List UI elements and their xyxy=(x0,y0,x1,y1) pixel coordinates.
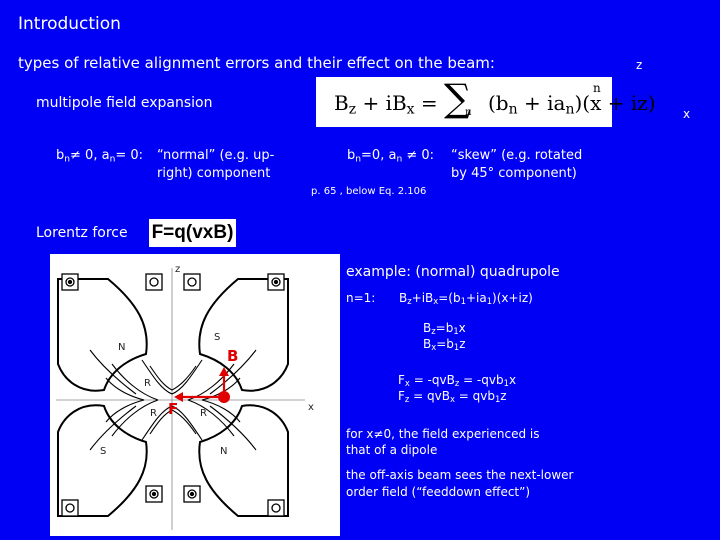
example-bx: Bx=b1z xyxy=(423,337,466,353)
slide-title: Introduction xyxy=(18,14,121,34)
pole-label-n-left: N xyxy=(118,342,125,353)
skew-desc-1: “skew” (e.g. rotated xyxy=(451,148,583,163)
example-expansion: Bz+iBx=(b1+ia1)(x+iz) xyxy=(399,291,533,307)
pole-label-r-1: R xyxy=(144,378,151,389)
normal-desc-2: right) component xyxy=(157,166,271,181)
example-fz: Fz = qvBx = qvb1z xyxy=(398,389,507,405)
pole-label-s-bottom: S xyxy=(100,446,106,457)
reference-note: p. 65 , below Eq. 2.106 xyxy=(311,186,427,197)
skew-desc-2: by 45° component) xyxy=(451,166,577,181)
normal-desc-1: “normal” (e.g. up- xyxy=(157,148,275,163)
field-lines xyxy=(89,349,257,451)
pole-top-left xyxy=(57,278,148,392)
diagram-z-label: z xyxy=(175,264,180,275)
dipole-note-1: for x≠0, the field experienced is xyxy=(346,427,540,441)
example-heading: example: (normal) quadrupole xyxy=(346,264,560,280)
pole-bottom-right xyxy=(198,404,289,517)
diagram-x-label: x xyxy=(308,402,314,413)
pole-label-r-3: R xyxy=(200,408,207,419)
axis-x-label: x xyxy=(683,107,691,121)
axis-z-label: z xyxy=(636,58,643,72)
lorentz-formula: F=q(vxB) xyxy=(149,219,236,247)
pole-bottom-left xyxy=(57,404,148,517)
vectors xyxy=(174,367,230,403)
pole-pieces xyxy=(57,278,289,517)
pole-label-n-right: N xyxy=(220,446,227,457)
multipole-label: multipole field expansion xyxy=(36,95,213,111)
lorentz-label: Lorentz force xyxy=(36,225,128,241)
dipole-note-2: that of a dipole xyxy=(346,443,438,457)
pole-top-right xyxy=(198,278,289,392)
particle-dot xyxy=(218,391,230,403)
vector-f-label: F xyxy=(168,400,178,418)
slide-subtitle: types of relative alignment errors and t… xyxy=(18,54,495,72)
example-bz: Bz=b1x xyxy=(423,321,466,337)
skew-condition: bn=0, an ≠ 0: xyxy=(347,148,435,165)
coil-symbols xyxy=(61,273,285,517)
vector-b-label: B xyxy=(227,347,238,365)
example-n: n=1: xyxy=(346,291,376,305)
multipole-equation: Bz + iBx = ∑ n (bn + ian)(x + iz) n xyxy=(316,76,656,127)
feeddown-note-2: order field (“feeddown effect”) xyxy=(346,485,531,499)
pole-label-s-top: S xyxy=(214,332,220,343)
normal-condition: bn≠ 0, an= 0: xyxy=(56,148,144,165)
quadrupole-diagram: z x S N N S R R R B F xyxy=(50,254,340,536)
pole-label-r-2: R xyxy=(150,408,157,419)
feeddown-note-1: the off-axis beam sees the next-lower xyxy=(346,468,574,482)
example-fx: Fx = -qvBz = -qvb1x xyxy=(398,373,517,389)
